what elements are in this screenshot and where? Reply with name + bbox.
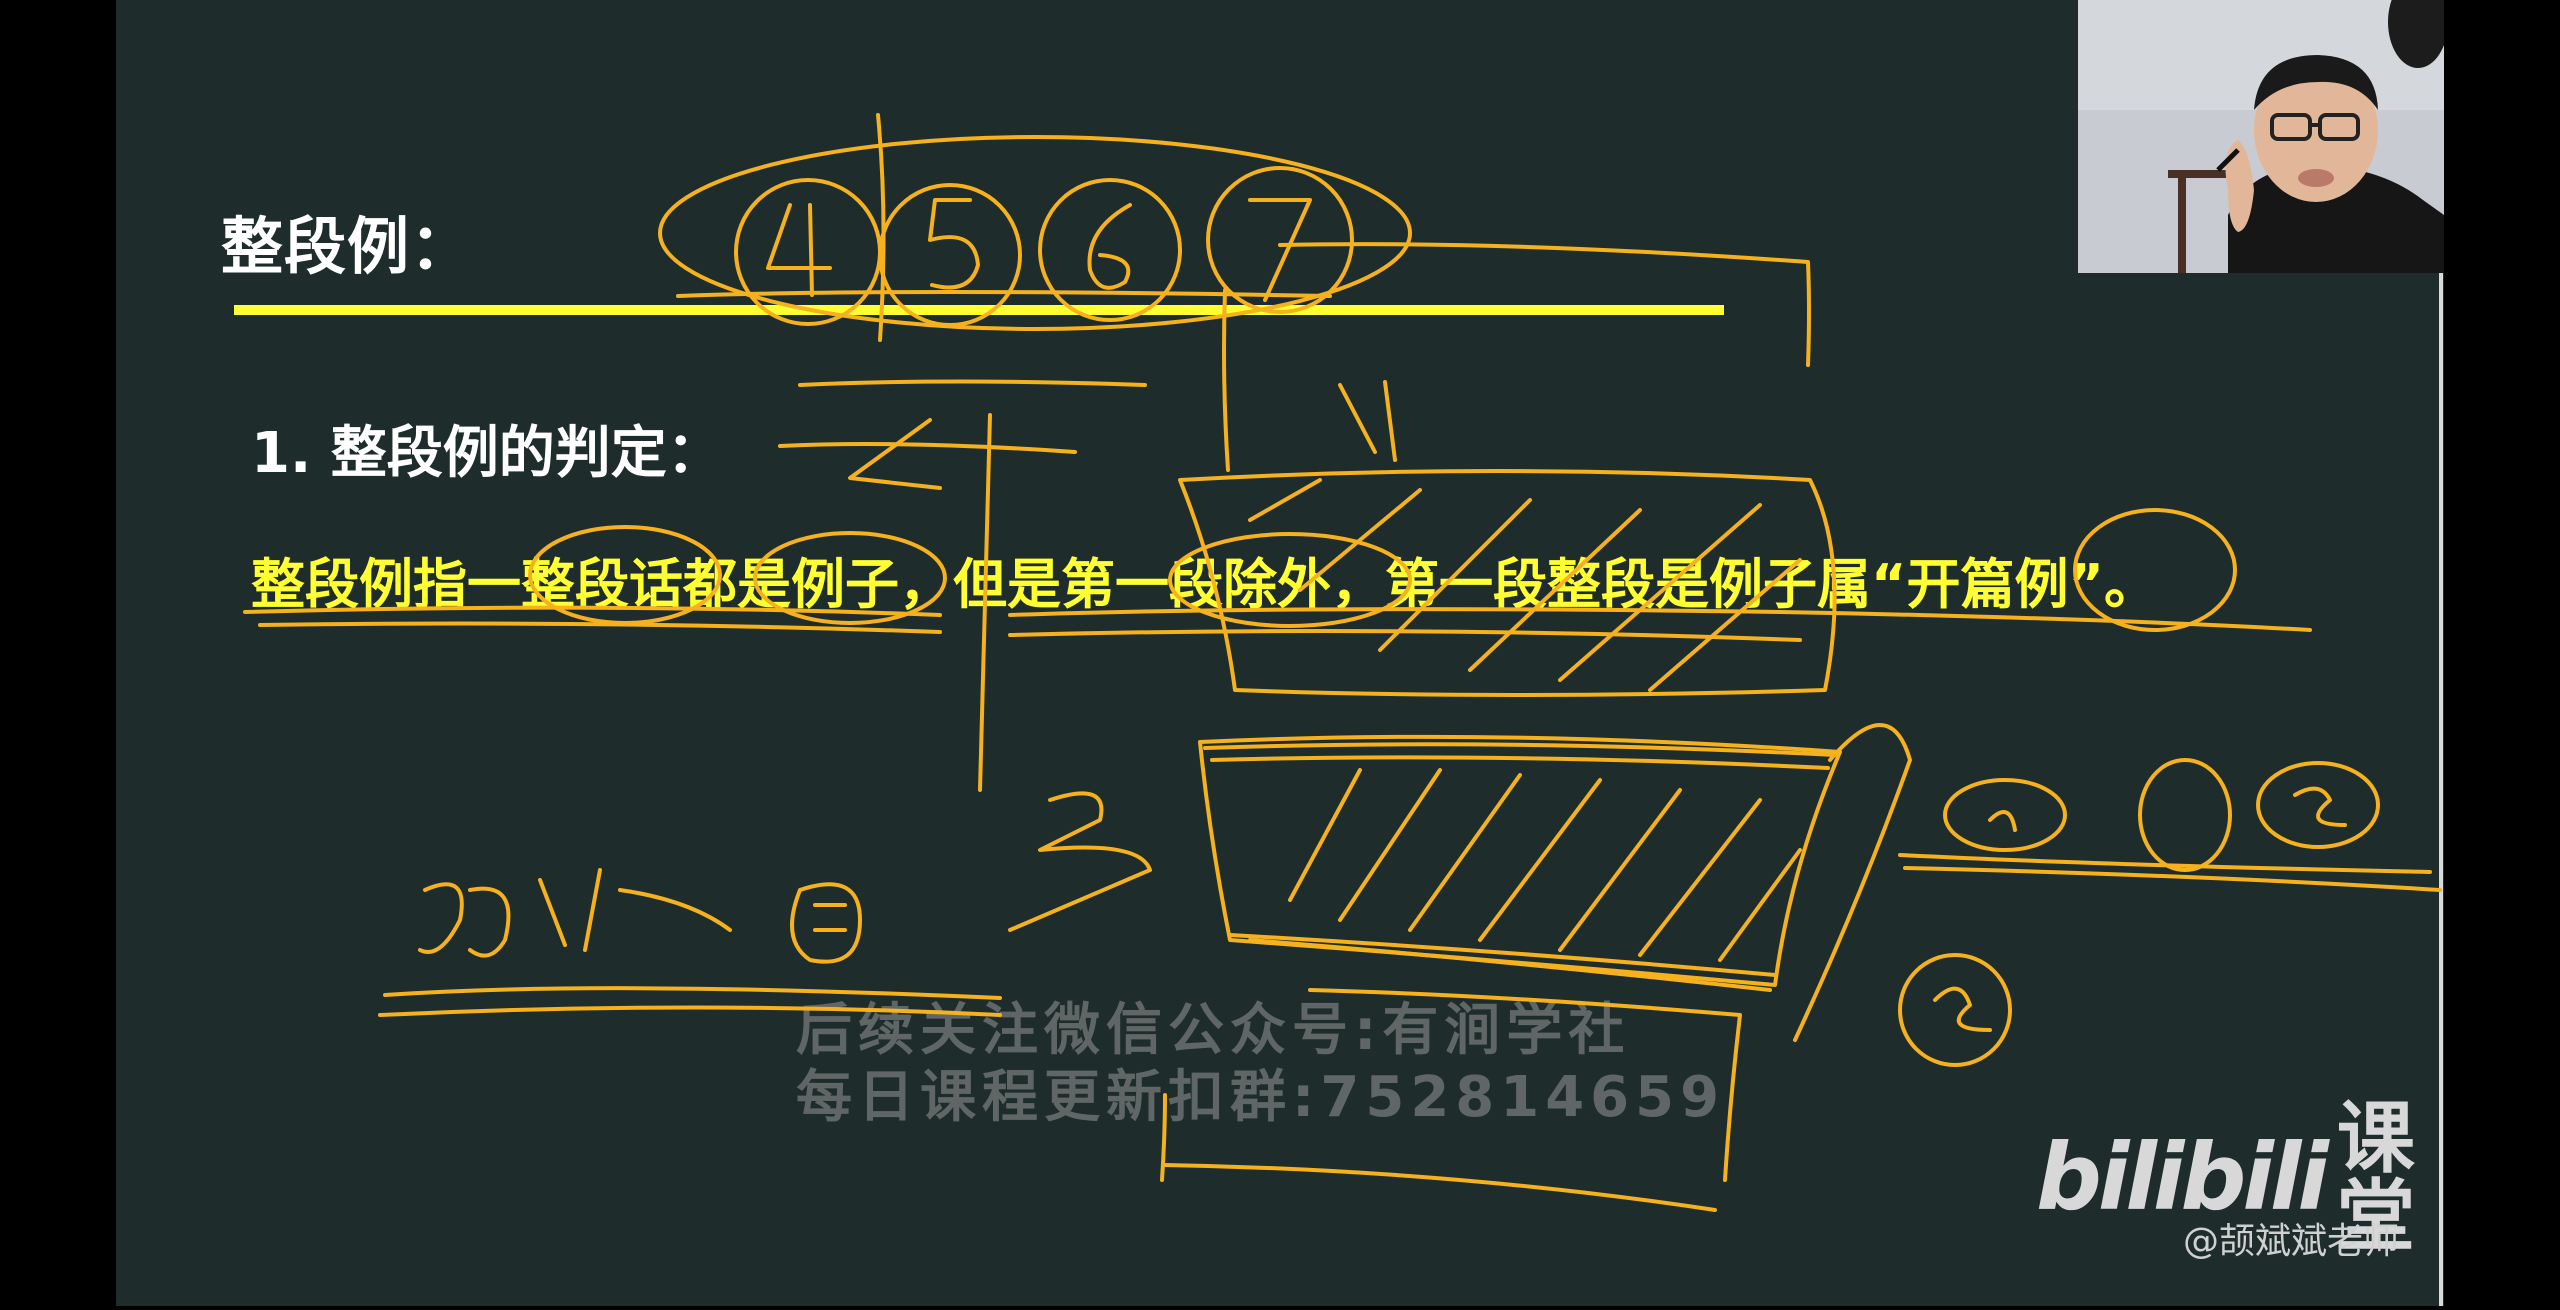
bilibili-brand: bilibili 课堂	[2036, 1100, 2444, 1256]
presenter-video-icon	[2078, 0, 2444, 273]
bilibili-logo-suffix: 课堂	[2336, 1094, 2415, 1262]
presenter-webcam	[2078, 0, 2444, 273]
watermark-line-2: 每日课程更新扣群:752814659	[796, 1065, 1726, 1130]
slide-right-border	[2439, 273, 2443, 1306]
slide-subtitle: 1. 整段例的判定：	[251, 421, 723, 486]
author-credit: @颉斌斌老师	[2183, 1221, 2400, 1262]
bilibili-logo: bilibili	[2036, 1124, 2329, 1231]
definition-text: 整段例指一整段话都是例子，但是第一段除外，第一段整段是例子属“开篇例”。	[251, 553, 2158, 616]
title-underline	[234, 305, 1724, 315]
slide-title: 整段例：	[221, 210, 474, 283]
